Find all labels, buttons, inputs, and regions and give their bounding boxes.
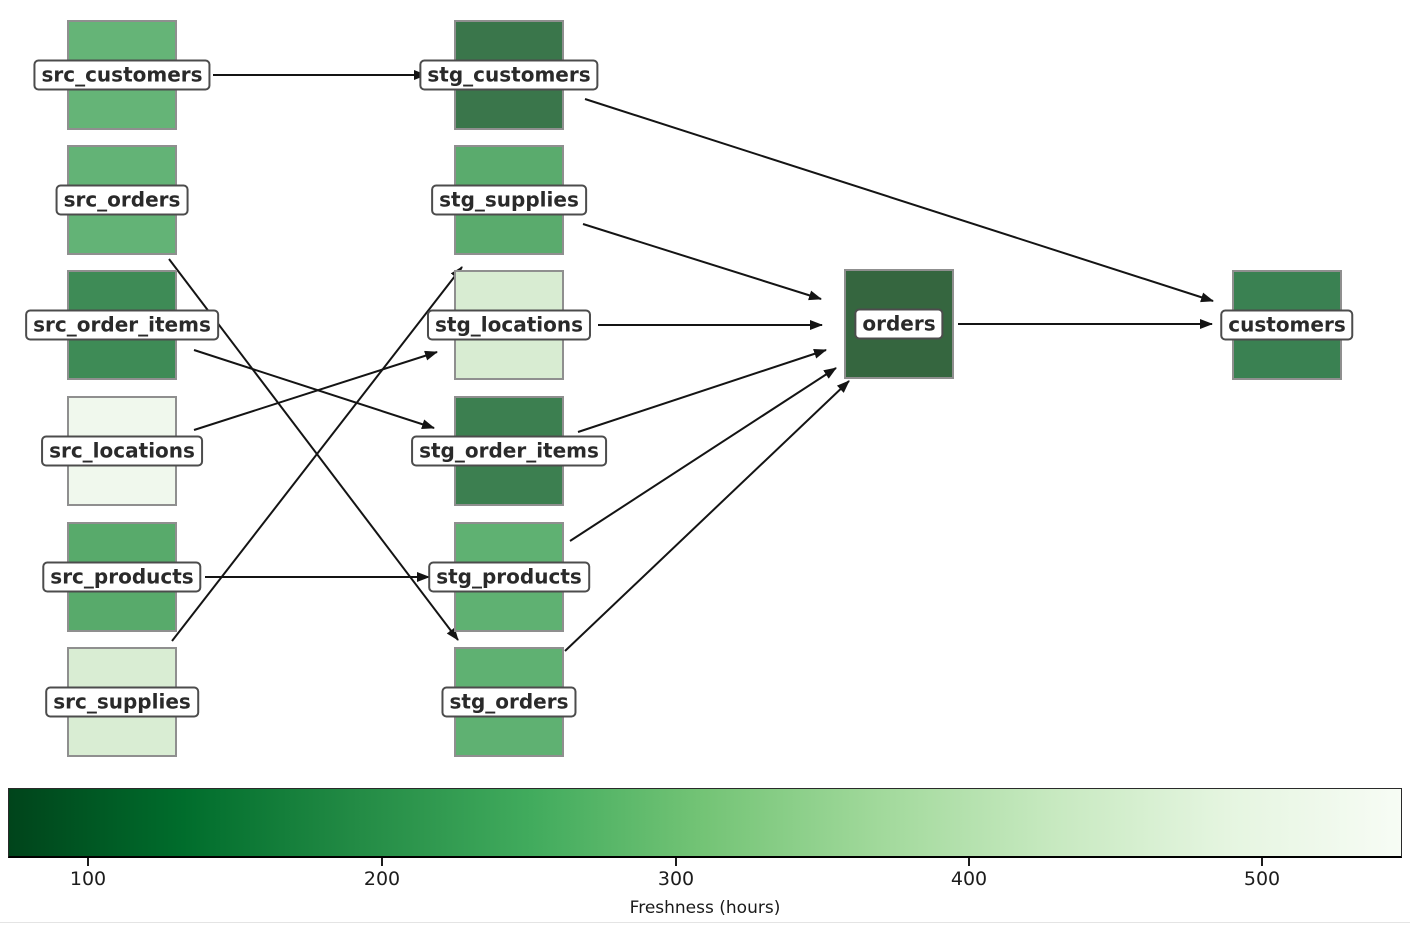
colorbar-tick-mark: [1261, 858, 1263, 866]
colorbar-tick-label: 400: [950, 868, 988, 890]
node-square-stg_orders: [454, 647, 564, 757]
edge-stg_order_items-to-orders: [577, 349, 827, 433]
edge-stg_supplies-to-orders: [582, 223, 822, 301]
edge-stg_products-to-orders: [569, 367, 837, 542]
colorbar-tick-label: 100: [69, 868, 107, 890]
edge-src_supplies-to-stg_supplies: [171, 266, 463, 642]
node-square-src_supplies: [67, 647, 177, 757]
edge-src_orders-to-stg_orders: [168, 258, 459, 641]
colorbar-tick-mark: [381, 858, 383, 866]
node-square-orders: [844, 269, 954, 379]
edge-stg_customers-to-customers: [584, 98, 1214, 303]
node-square-stg_locations: [454, 270, 564, 380]
edges-layer: [168, 70, 1214, 652]
node-square-stg_order_items: [454, 396, 564, 506]
colorbar-tick-label: 500: [1243, 868, 1281, 890]
colorbar-tick-label: 200: [363, 868, 401, 890]
colorbar-tick-mark: [87, 858, 89, 866]
nodes-layer: [67, 20, 1342, 757]
colorbar-tick-mark: [675, 858, 677, 866]
colorbar-gradient: [8, 788, 1402, 858]
bottom-divider: [0, 922, 1410, 923]
node-square-src_customers: [67, 20, 177, 130]
node-square-src_orders: [67, 145, 177, 255]
node-square-src_order_items: [67, 270, 177, 380]
colorbar-title: Freshness (hours): [629, 898, 781, 918]
node-square-src_locations: [67, 396, 177, 506]
edge-src_locations-to-stg_locations: [193, 350, 438, 431]
colorbar-tick-label: 300: [657, 868, 695, 890]
node-square-customers: [1232, 270, 1342, 380]
node-square-stg_products: [454, 522, 564, 632]
node-square-stg_supplies: [454, 145, 564, 255]
node-square-stg_customers: [454, 20, 564, 130]
edge-stg_orders-to-orders: [564, 380, 850, 652]
colorbar-tick-mark: [968, 858, 970, 866]
lineage-graph: [67, 20, 1342, 757]
node-square-src_products: [67, 522, 177, 632]
edge-src_order_items-to-stg_order_items: [193, 349, 435, 430]
